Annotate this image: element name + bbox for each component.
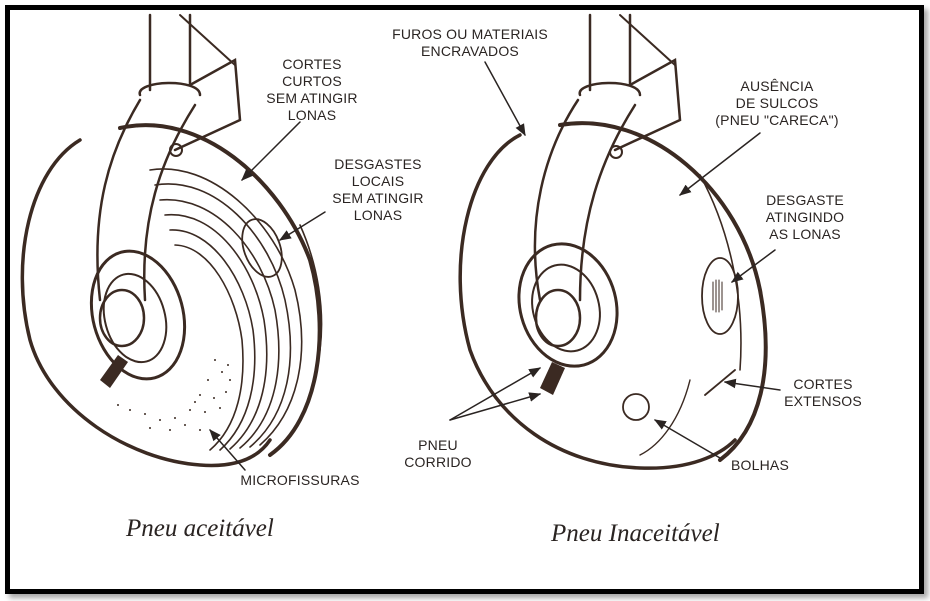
caption-acceptable: Pneu aceitável xyxy=(126,515,274,542)
micro-cracks-dots xyxy=(117,359,231,431)
label-long-cuts: CORTES EXTENSOS xyxy=(784,376,862,409)
label-skidded-tire: PNEU CORRIDO xyxy=(404,437,472,470)
blister xyxy=(622,393,650,421)
label-micro-cracks: MICROFISSURAS xyxy=(240,472,360,488)
label-embedded-objects: FUROS OU MATERIAIS ENCRAVADOS xyxy=(392,26,548,59)
label-short-cuts: CORTES CURTOS SEM ATINGIR LONAS xyxy=(266,56,358,123)
local-wear-spot xyxy=(241,218,283,278)
label-cord-wear: DESGASTE ATINGINDO AS LONAS xyxy=(765,192,845,242)
long-cut xyxy=(704,369,736,396)
label-local-wear: DESGASTES LOCAIS SEM ATINGIR LONAS xyxy=(332,156,424,223)
tire-tread-outline xyxy=(118,123,322,457)
tire-tread-outline xyxy=(558,121,768,462)
caption-unacceptable: Pneu Inaceitável xyxy=(551,520,720,547)
unacceptable-tire xyxy=(449,13,781,470)
tire-sidewall xyxy=(458,133,737,470)
label-blisters: BOLHAS xyxy=(731,457,789,473)
cord-wear-spot xyxy=(701,257,739,335)
acceptable-tire xyxy=(20,13,326,471)
figure-frame xyxy=(5,5,924,594)
label-bald-tire: AUSÊNCIA DE SULCOS (PNEU "CARECA") xyxy=(715,78,839,128)
tire-sidewall xyxy=(20,138,272,468)
